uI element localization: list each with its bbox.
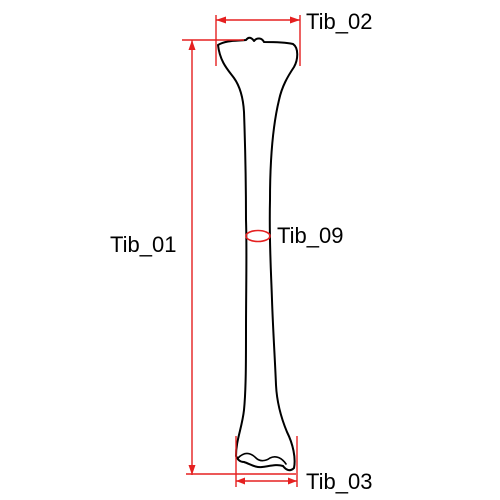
tibia-distal-contour xyxy=(237,452,287,465)
tib-01-arrow-bottom xyxy=(188,465,196,475)
tib-01-label: Tib_01 xyxy=(110,232,176,257)
tibia-outline xyxy=(217,36,299,472)
tib-03-label: Tib_03 xyxy=(306,469,372,494)
tib-09-label: Tib_09 xyxy=(277,223,343,248)
tib-03-arrow-left xyxy=(236,477,245,485)
tib-02-arrow-left xyxy=(216,16,226,24)
tib-01-measure xyxy=(182,39,296,475)
tib-02-arrow-right xyxy=(290,16,300,24)
tib-09-measure xyxy=(245,229,271,243)
tib-09-circumference-ellipse xyxy=(245,229,271,243)
measurement-labels: Tib_01 Tib_02 Tib_03 Tib_09 xyxy=(110,9,372,494)
tib-01-arrow-top xyxy=(188,40,196,50)
tib-03-arrow-right xyxy=(288,477,297,485)
tib-02-measure xyxy=(215,15,301,66)
tib-02-label: Tib_02 xyxy=(306,9,372,34)
tib-03-measure xyxy=(235,436,298,487)
tibia-bone xyxy=(217,36,299,472)
measurement-lines xyxy=(182,15,301,487)
